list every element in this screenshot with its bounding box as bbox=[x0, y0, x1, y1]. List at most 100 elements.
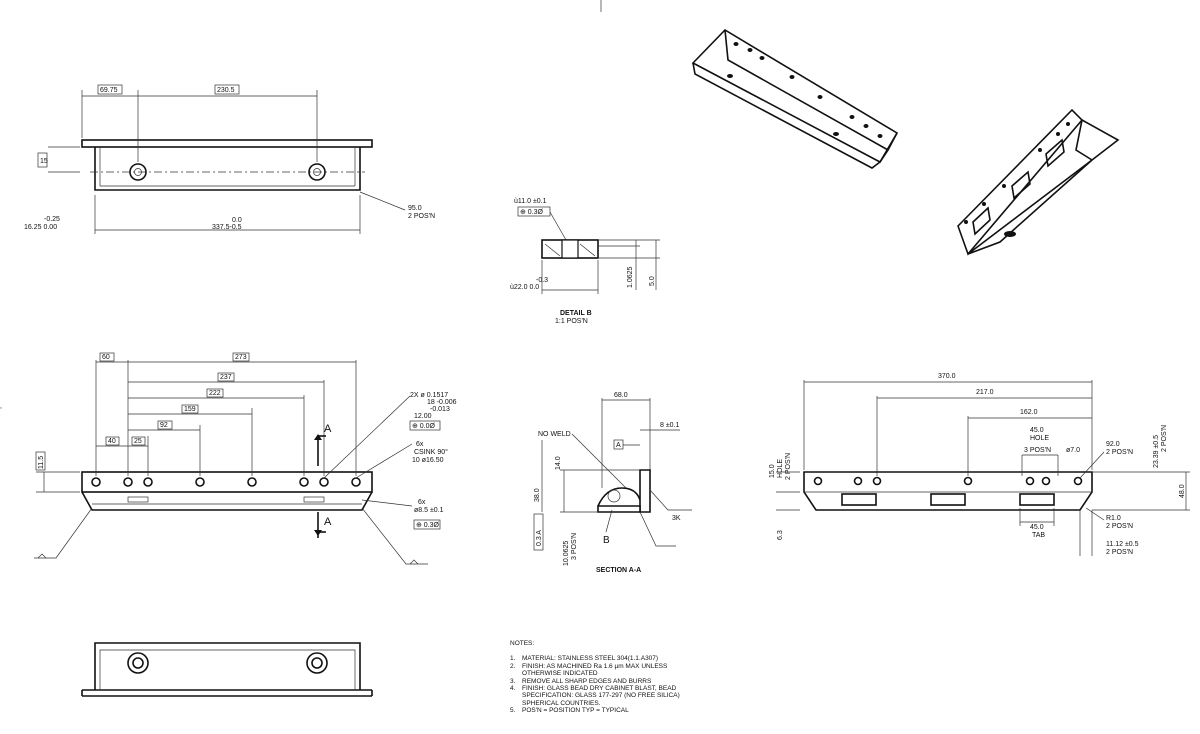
top-hole-left bbox=[129, 163, 147, 181]
front-hole bbox=[299, 477, 309, 487]
note-text: MATERIAL: STAINLESS STEEL 304(1.1.A307) bbox=[522, 655, 659, 663]
callout-line: -0.013 bbox=[430, 406, 450, 413]
iso2-holes bbox=[964, 122, 1070, 237]
iso-hole bbox=[1002, 184, 1006, 188]
note-item: 4.FINISH: GLASS BEAD DRY CABINET BLAST, … bbox=[510, 685, 730, 692]
section-label: 0.3 A bbox=[536, 530, 543, 546]
note-number: 1. bbox=[510, 655, 516, 663]
side-label: 2 POS'N bbox=[785, 453, 792, 480]
side-hole bbox=[1073, 476, 1083, 486]
note-item: 2.FINISH: AS MACHINED Ra 1.6 µm MAX UNLE… bbox=[510, 663, 730, 670]
side-label: 2 POS'N bbox=[1161, 425, 1168, 452]
side-label: 2 POS'N bbox=[1106, 449, 1133, 456]
iso2-edge bbox=[1075, 119, 1093, 161]
iso-hole bbox=[833, 132, 839, 136]
dim-237: 237 bbox=[220, 374, 232, 381]
side-hole bbox=[813, 476, 823, 486]
section-label: 8 ±0.1 bbox=[660, 422, 680, 429]
iso-hole bbox=[759, 56, 765, 60]
top-flange bbox=[81, 139, 373, 148]
front-hole bbox=[247, 477, 257, 487]
fcf-box bbox=[517, 206, 551, 217]
section-label-top: A bbox=[324, 423, 332, 435]
detail-title: DETAIL B bbox=[560, 310, 592, 317]
top-hole-right bbox=[308, 163, 326, 181]
hatch bbox=[579, 243, 596, 257]
section-stud-core bbox=[607, 489, 621, 503]
dim-box bbox=[217, 372, 235, 382]
top-hole-left-inner bbox=[134, 168, 142, 176]
side-label: 217.0 bbox=[976, 389, 994, 396]
note-text: SPHERICAL COUNTRIES. bbox=[522, 699, 601, 707]
callout-line: ⊕ 0.3Ø bbox=[416, 522, 440, 529]
note-number: 4. bbox=[510, 685, 516, 693]
dim-40: 40 bbox=[108, 438, 116, 445]
side-label: 2 POS'N bbox=[1106, 523, 1133, 530]
sheet-mark: , bbox=[0, 403, 2, 410]
fcf-box bbox=[533, 513, 544, 551]
notes-heading: NOTES: bbox=[510, 640, 535, 647]
weld-symbol bbox=[37, 553, 47, 559]
front-hole bbox=[123, 477, 133, 487]
isometric-view-2 bbox=[957, 108, 1120, 256]
note-number: 5. bbox=[510, 707, 516, 715]
side-label: HOLE bbox=[777, 459, 784, 478]
side-label: 23.39 ±0.5 bbox=[1153, 435, 1160, 468]
dim-box bbox=[214, 84, 240, 95]
side-hole bbox=[853, 476, 863, 486]
section-label-bottom: A bbox=[324, 516, 332, 528]
section-label: 38.0 bbox=[534, 488, 541, 502]
iso1-top-face bbox=[691, 28, 899, 164]
dim-0: 0.0 bbox=[232, 217, 242, 224]
detail-label: -0.3 bbox=[536, 277, 548, 284]
callout-line: ⊕ 0.0Ø bbox=[412, 423, 436, 430]
dim-box bbox=[99, 352, 115, 362]
side-label: ø7.0 bbox=[1066, 447, 1080, 454]
side-view: 370.0 217.0 162.0 45.0 HOLE 3 POS'N ø7.0… bbox=[769, 373, 1190, 556]
detail-label: 1.0625 bbox=[627, 266, 634, 288]
side-label: 370.0 bbox=[938, 373, 956, 380]
notes-block: NOTES: 1. MATERIAL: STAINLESS STEEL 304(1… bbox=[510, 640, 730, 715]
note-item: 5.POS'N = POSITION TYP = TYPICAL bbox=[510, 707, 730, 714]
leader bbox=[1079, 451, 1105, 479]
note-number bbox=[510, 700, 522, 707]
note-item: OTHERWISE INDICATED bbox=[510, 670, 730, 677]
iso-hole bbox=[747, 48, 753, 52]
dim-273: 273 bbox=[235, 354, 247, 361]
bottom-stud-right-inner bbox=[311, 657, 323, 669]
section-arrowhead bbox=[314, 530, 322, 536]
side-label: 45.0 bbox=[1030, 427, 1044, 434]
iso1-wall bbox=[724, 29, 898, 152]
detail-bore bbox=[561, 239, 579, 259]
dim-box bbox=[35, 451, 46, 471]
note-item: SPECIFICATION: GLASS 177-297 (NO FREE SI… bbox=[510, 692, 730, 699]
hatch bbox=[544, 243, 561, 257]
front-view: 60 273 237 222 159 92 40 25 A A 2X ø 0.1… bbox=[34, 352, 457, 565]
dim-pos: 2 POS'N bbox=[408, 213, 435, 220]
iso-hole bbox=[1004, 231, 1016, 237]
fcf-box bbox=[409, 420, 441, 431]
bottom-body bbox=[94, 642, 361, 690]
dim-230: 230.5 bbox=[217, 87, 235, 94]
side-label: 92.0 bbox=[1106, 441, 1120, 448]
section-arrowhead bbox=[314, 434, 322, 440]
dim-69: 69.75 bbox=[100, 87, 118, 94]
iso-hole bbox=[863, 124, 869, 128]
section-label: 14.0 bbox=[555, 456, 562, 470]
dim-337: 337.5-0.5 bbox=[212, 224, 242, 231]
side-hole bbox=[1041, 476, 1051, 486]
section-label: 68.0 bbox=[614, 392, 628, 399]
iso-tab bbox=[1011, 170, 1031, 200]
side-hole bbox=[872, 476, 882, 486]
dim-box bbox=[131, 436, 146, 446]
fcf-box bbox=[413, 519, 441, 530]
callout-line: 2X ø 0.1517 bbox=[410, 392, 448, 399]
dim-60: 60 bbox=[102, 354, 110, 361]
callout-line: 6x bbox=[416, 441, 424, 448]
iso-hole bbox=[877, 134, 883, 138]
section-a-a: NO WELD 68.0 8 ±0.1 A 14.0 38.0 0.3 A 10… bbox=[533, 392, 692, 574]
side-hole bbox=[963, 476, 973, 486]
iso-hole bbox=[849, 115, 855, 119]
side-label: 162.0 bbox=[1020, 409, 1038, 416]
side-label: 6.3 bbox=[777, 530, 784, 540]
